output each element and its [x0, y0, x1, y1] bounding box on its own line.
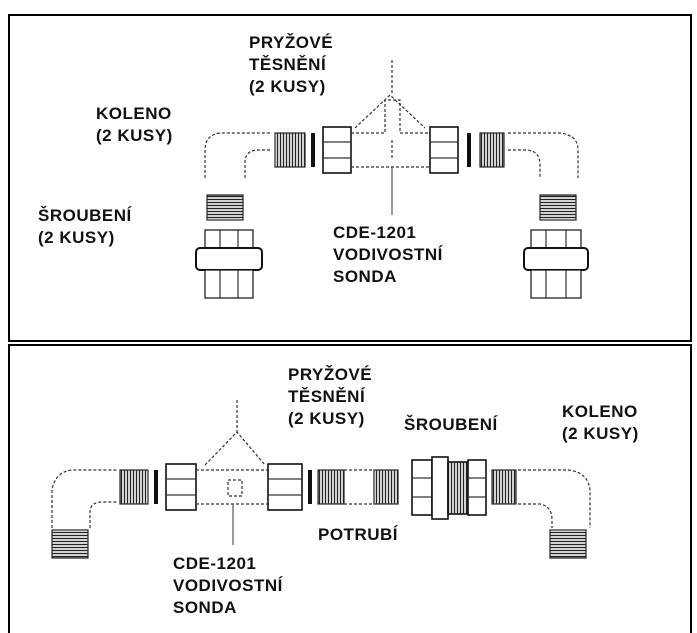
bottom-right-elbow-thread: [549, 529, 587, 559]
bottom-pipe-thread-right: [373, 469, 399, 505]
bottom-left-thread: [119, 469, 149, 505]
bottom-left-socket: [165, 463, 197, 511]
top-union-label: ŠROUBENÍ (2 KUSY): [38, 206, 132, 247]
top-left-elbow-thread: [206, 194, 244, 221]
bottom-union: [411, 456, 487, 520]
top-left-elbow: [204, 132, 272, 178]
bottom-right-thread: [491, 469, 517, 505]
top-right-elbow-thread: [539, 194, 577, 221]
bottom-right-elbow: [518, 469, 591, 528]
top-left-socket: [322, 126, 352, 174]
top-seals-label: PRYŽOVÉ TĚSNĚNÍ (2 KUSY): [249, 33, 334, 96]
top-right-union: [523, 229, 589, 299]
bottom-union-label: ŠROUBENÍ: [404, 415, 498, 434]
top-elbow-label: KOLENO (2 KUSY): [96, 104, 173, 145]
top-right-thread: [479, 132, 505, 168]
bottom-pipe-label: POTRUBÍ: [318, 525, 398, 544]
bottom-pipe-thread-left: [317, 469, 345, 505]
top-tee-body: [351, 60, 430, 168]
top-left-thread: [274, 132, 306, 168]
bottom-left-elbow-thread: [51, 529, 89, 559]
top-right-socket: [429, 126, 459, 174]
bottom-seals-label: PRYŽOVÉ TĚSNĚNÍ (2 KUSY): [288, 365, 373, 428]
bottom-elbow-label: KOLENO (2 KUSY): [562, 402, 639, 443]
top-left-union: [195, 229, 263, 299]
top-probe-label: CDE-1201 VODIVOSTNÍ SONDA: [333, 223, 443, 286]
bottom-right-socket: [267, 463, 303, 511]
top-right-elbow: [508, 132, 579, 178]
bottom-assembly: [51, 400, 591, 559]
bottom-tee-body: [196, 400, 268, 505]
bottom-probe-label: CDE-1201 VODIVOSTNÍ SONDA: [173, 554, 283, 617]
bottom-left-elbow: [51, 469, 118, 528]
top-assembly: [195, 60, 589, 299]
